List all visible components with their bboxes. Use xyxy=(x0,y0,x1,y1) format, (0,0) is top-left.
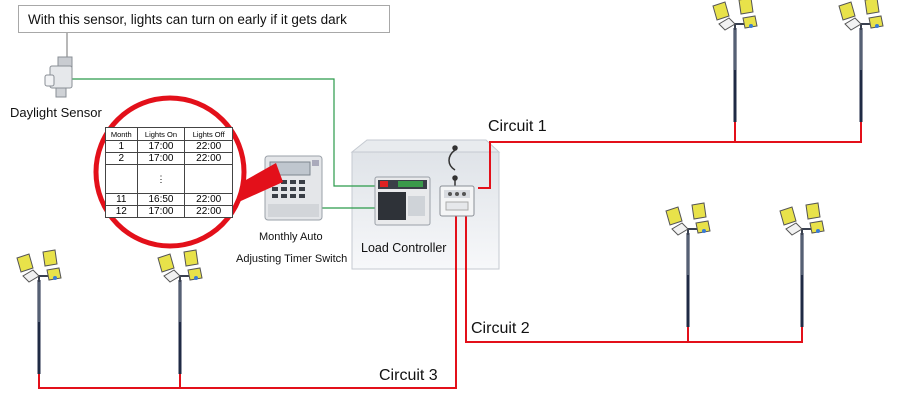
table-row: 1 17:00 22:00 xyxy=(105,140,233,153)
cell: 22:00 xyxy=(184,152,233,165)
header-month: Month xyxy=(105,127,138,141)
light-pole-icon xyxy=(156,248,204,376)
light-pole-icon xyxy=(15,248,63,376)
light-pole-icon xyxy=(711,0,759,124)
light-pole-icon xyxy=(664,201,712,329)
header-lights-off: Lights Off xyxy=(184,127,233,141)
timer-label-line2: Adjusting Timer Switch xyxy=(236,253,348,265)
header-lights-on: Lights On xyxy=(136,127,186,141)
fuse-icon xyxy=(448,145,458,188)
cell: 11 xyxy=(105,193,138,206)
daylight-sensor-icon xyxy=(44,56,73,98)
load-controller-label: Load Controller xyxy=(361,241,447,255)
daylight-sensor-label: Daylight Sensor xyxy=(10,105,102,120)
circuit1-wire xyxy=(478,120,862,189)
ellipsis: ⋮ xyxy=(136,164,186,194)
circuit2-label: Circuit 2 xyxy=(471,320,530,337)
cell: 22:00 xyxy=(184,193,233,206)
sensor-callout: With this sensor, lights can turn on ear… xyxy=(18,5,390,33)
cell: 12 xyxy=(105,205,138,218)
load-controller-icon xyxy=(374,176,431,226)
table-gap-row: ⋮ xyxy=(105,164,233,194)
cell: 22:00 xyxy=(184,140,233,153)
light-pole-icon xyxy=(778,201,826,329)
cell: 17:00 xyxy=(136,205,186,218)
circuit2-wire xyxy=(465,215,803,343)
cell: 1 xyxy=(105,140,138,153)
light-pole-icon xyxy=(837,0,885,124)
cell: 2 xyxy=(105,152,138,165)
cell: 17:00 xyxy=(136,152,186,165)
monthly-schedule-table: Month Lights On Lights Off 1 17:00 22:00… xyxy=(105,127,233,218)
table-row: 11 16:50 22:00 xyxy=(105,193,233,206)
table-row: 2 17:00 22:00 xyxy=(105,152,233,165)
sensor-signal-wire xyxy=(72,78,375,187)
schedule-header-row: Month Lights On Lights Off xyxy=(105,127,233,141)
cell: 17:00 xyxy=(136,140,186,153)
cell: 22:00 xyxy=(184,205,233,218)
table-row: 12 17:00 22:00 xyxy=(105,205,233,218)
timer-label-line1: Monthly Auto xyxy=(259,231,323,243)
contactor-icon xyxy=(439,185,475,217)
circuit1-label: Circuit 1 xyxy=(488,118,547,135)
circuit3-label: Circuit 3 xyxy=(379,367,438,384)
cell: 16:50 xyxy=(136,193,186,206)
